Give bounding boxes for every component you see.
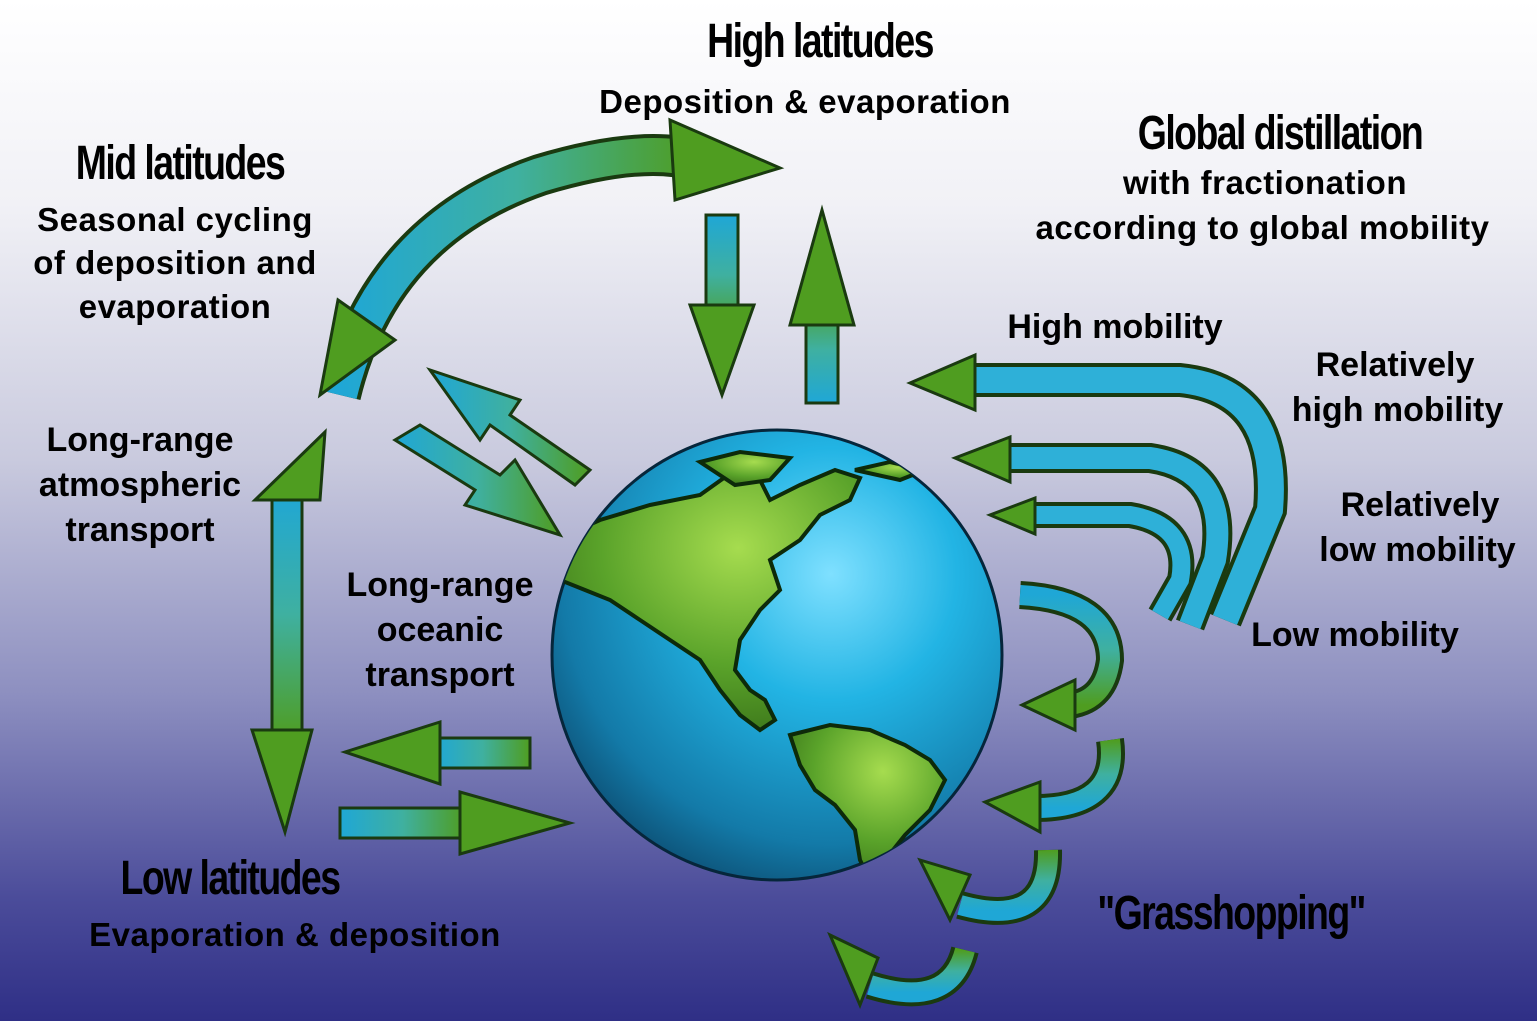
relatively-low-mobility-arrow	[985, 495, 1195, 622]
low-latitudes-title: Low latitudes	[120, 852, 341, 905]
grasshopping-label: "Grasshopping"	[1097, 887, 1366, 940]
high-latitudes-subtitle: Deposition & evaporation	[599, 83, 1011, 120]
mid-latitudes-line1: Seasonal cycling	[37, 201, 313, 238]
relatively-high-mobility-arrow	[951, 434, 1233, 631]
grasshopping-arrow-1	[1018, 581, 1125, 733]
mid-latitudes-line3: evaporation	[78, 288, 272, 325]
oceanic-arrow-left	[340, 719, 532, 787]
oceanic-transport-line3: transport	[365, 656, 515, 694]
atmospheric-transport-line3: transport	[65, 511, 215, 549]
oceanic-arrow-right	[338, 790, 576, 856]
relatively-high-mobility-line1: Relatively	[1315, 346, 1475, 384]
relatively-low-mobility-line2: low mobility	[1319, 531, 1516, 569]
oceanic-transport-line2: oceanic	[376, 611, 504, 649]
global-distillation-line2: according to global mobility	[1035, 209, 1490, 246]
global-distillation-title: Global distillation	[1137, 107, 1424, 160]
mid-latitudes-line2: of deposition and	[33, 244, 317, 281]
mid-latitudes-title: Mid latitudes	[75, 137, 286, 190]
high-mobility-label: High mobility	[1007, 308, 1223, 346]
grasshopping-arrow-2	[981, 738, 1125, 835]
global-distillation-line1: with fractionation	[1123, 164, 1407, 201]
arctic-landmass	[695, 449, 795, 488]
grasshopping-arrow-3	[917, 849, 1063, 925]
high-latitudes-title: High latitudes	[707, 15, 934, 68]
low-latitudes-subtitle: Evaporation & deposition	[89, 916, 501, 953]
atmospheric-arrow-in	[392, 423, 564, 538]
oceanic-transport-line1: Long-range	[346, 566, 534, 604]
high-mobility-arrow	[906, 352, 1288, 627]
evaporation-arrow-up	[788, 204, 856, 405]
relatively-low-mobility-line1: Relatively	[1340, 486, 1500, 524]
atmospheric-transport-line1: Long-range	[46, 421, 234, 459]
relatively-high-mobility-line2: high mobility	[1291, 391, 1504, 429]
earth-globe	[550, 428, 1004, 882]
atmospheric-transport-vertical-arrow	[249, 428, 327, 838]
grasshopping-arrow-4	[827, 931, 979, 1009]
atmospheric-transport-line2: atmospheric	[38, 466, 242, 504]
mid-high-arc-arrow	[317, 117, 785, 401]
low-mobility-label: Low mobility	[1251, 616, 1459, 654]
atmospheric-arrow-out	[426, 367, 593, 487]
deposition-arrow-down	[687, 213, 757, 400]
